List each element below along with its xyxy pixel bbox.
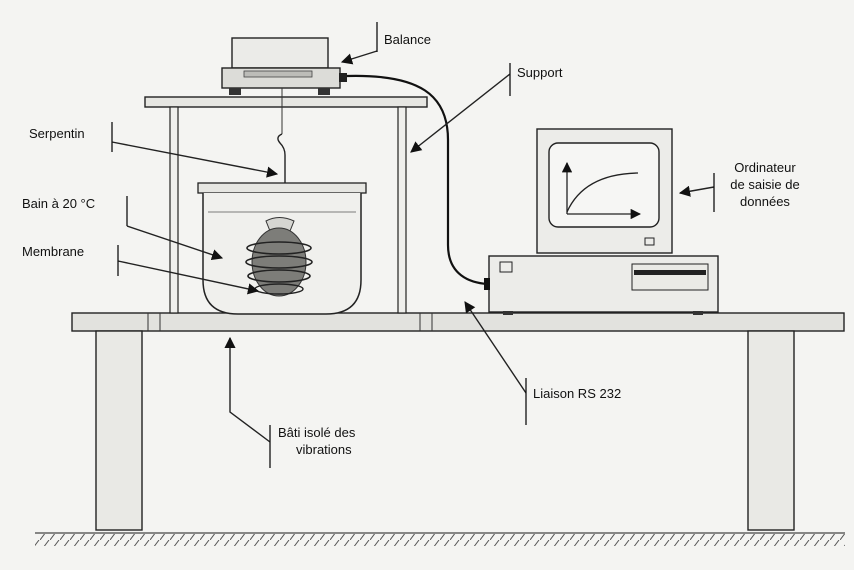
- membrane-coil: [245, 217, 313, 297]
- label-bain: Bain à 20 °C: [22, 196, 95, 211]
- suspension-hook: [277, 88, 286, 230]
- label-ordinateur-line2: de saisie de: [730, 177, 799, 192]
- label-serpentin: Serpentin: [29, 126, 85, 141]
- label-membrane: Membrane: [22, 244, 84, 259]
- computer-base-unit: [484, 255, 719, 315]
- vibration-isolated-frame: [71, 312, 845, 531]
- label-ordinateur-line1: Ordinateur: [734, 160, 796, 175]
- label-ticks: [111, 22, 715, 468]
- leader-lines: [111, 50, 715, 443]
- ground: [35, 532, 845, 546]
- label-ordinateur-line3: données: [740, 194, 790, 209]
- label-bati-line1: Bâti isolé des: [278, 425, 356, 440]
- label-support: Support: [517, 65, 563, 80]
- label-balance: Balance: [384, 32, 431, 47]
- label-bati-line2: vibrations: [296, 442, 352, 457]
- balance: [221, 37, 347, 95]
- label-liaison-rs232: Liaison RS 232: [533, 386, 621, 401]
- rs232-cable: [346, 74, 489, 286]
- support-stand: [144, 96, 428, 314]
- computer-monitor: [536, 128, 673, 254]
